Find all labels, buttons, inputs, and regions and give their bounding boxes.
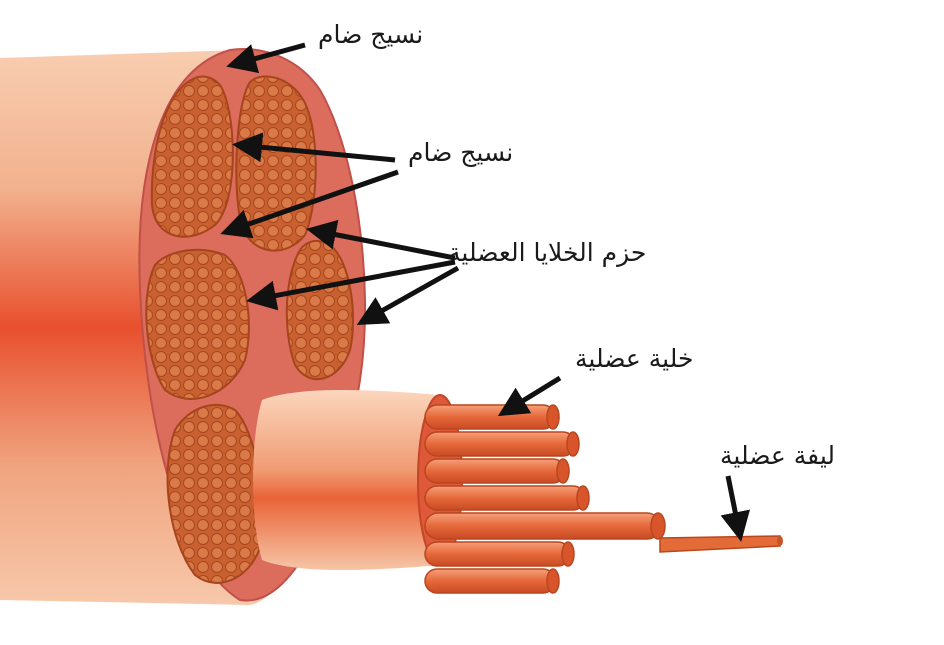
fiber-end-6 (561, 541, 575, 567)
arrow-ct-inner-1 (232, 132, 396, 163)
myofibril-end (777, 536, 783, 546)
label-muscle-cell: خلية عضلية (575, 344, 694, 373)
fiber-end-7 (546, 568, 560, 594)
fiber-2 (424, 431, 576, 457)
fiber-end-5 (650, 512, 666, 540)
arrow-bundle-3 (356, 265, 460, 325)
label-myofibril: ليفة عضلية (720, 441, 835, 470)
label-muscle-bundles: حزم الخلايا العضلية (448, 238, 647, 267)
fiber-3 (424, 458, 566, 484)
label-connective-tissue-outer: نسيج ضام (318, 20, 424, 49)
bundle-3 (145, 248, 250, 400)
fiber-5 (424, 512, 661, 540)
fascicle-tube (253, 390, 440, 570)
muscle-bundles (145, 75, 355, 584)
arrow-ct-inner-2 (220, 169, 399, 239)
muscle-fibers (424, 404, 666, 594)
fiber-end-4 (576, 485, 590, 511)
pointer-arrows (220, 42, 751, 542)
arrow-ct-top (226, 42, 306, 74)
fiber-end-3 (556, 458, 570, 484)
myofibril (659, 535, 781, 553)
label-connective-tissue-inner: نسيج ضام (408, 138, 514, 167)
arrow-fibril (720, 475, 751, 542)
fiber-end-2 (566, 431, 580, 457)
arrow-bundle-1 (306, 219, 456, 261)
fiber-1 (424, 404, 556, 430)
bundle-1 (150, 75, 234, 238)
arrow-cell (497, 375, 562, 417)
bundle-4 (285, 239, 355, 381)
fiber-4 (424, 485, 586, 511)
arrow-bundle-2 (246, 259, 456, 311)
fiber-6 (424, 541, 571, 567)
fiber-7 (424, 568, 556, 594)
fiber-end-1 (546, 404, 560, 430)
